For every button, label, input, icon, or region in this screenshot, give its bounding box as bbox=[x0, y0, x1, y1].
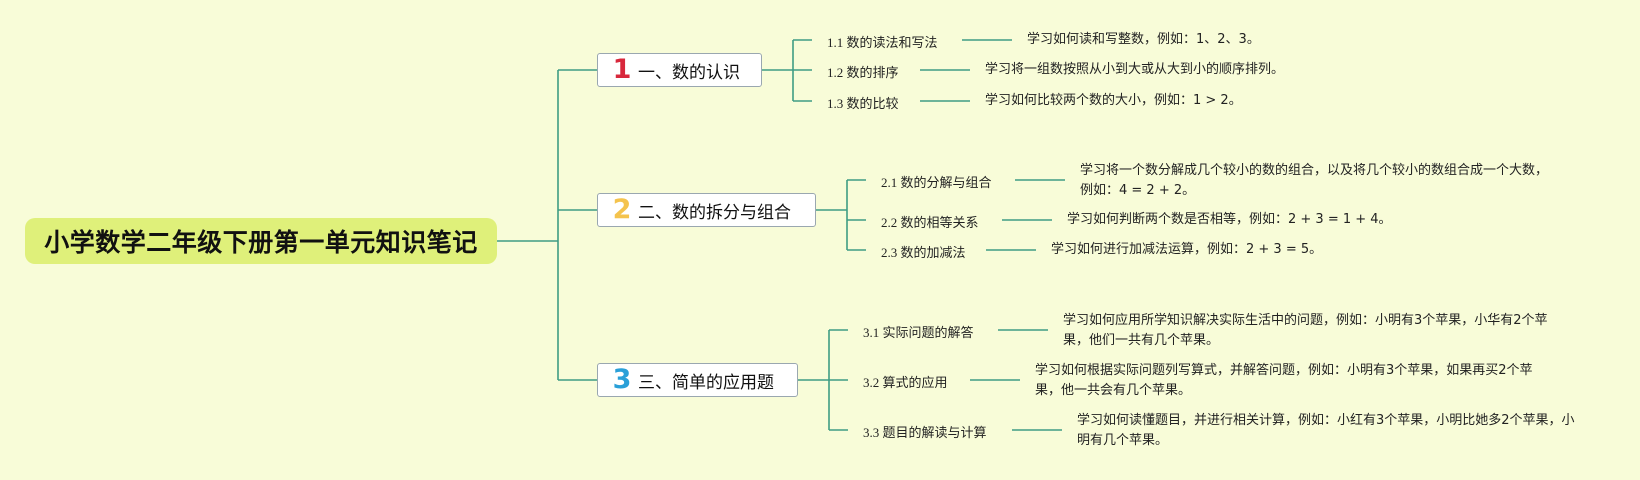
subtopic-2-2[interactable]: 2.2 数的相等关系 bbox=[881, 215, 979, 230]
subtopic-2-1-desc: 学习将一个数分解成几个较小的数的组合，以及将几个较小的数组合成一个大数，例如：4… bbox=[1080, 163, 1549, 198]
subtopic-1-1-desc: 学习如何读和写整数，例如：1、2、3。 bbox=[1027, 32, 1260, 47]
root-topic[interactable]: 小学数学二年级下册第一单元知识笔记 bbox=[25, 218, 497, 264]
subtopic-2-3[interactable]: 2.3 数的加减法 bbox=[881, 245, 966, 260]
subtopic-3-1[interactable]: 3.1 实际问题的解答 bbox=[863, 325, 974, 340]
subtopic-2-3-desc: 学习如何进行加减法运算，例如：2 + 3 = 5。 bbox=[1051, 242, 1323, 257]
subtopic-3-3-desc: 学习如何读懂题目，并进行相关计算，例如：小红有3个苹果，小明比她多2个苹果，小明… bbox=[1077, 413, 1575, 448]
branch-2-label: 二、数的拆分与组合 bbox=[638, 202, 791, 223]
number-1-icon: 1 bbox=[612, 54, 632, 85]
branch-topic-1[interactable]: 1 一、数的认识 bbox=[597, 53, 762, 87]
subtopic-3-3[interactable]: 3.3 题目的解读与计算 bbox=[863, 425, 987, 440]
branch-1-label: 一、数的认识 bbox=[638, 62, 740, 83]
number-2-icon: 2 bbox=[612, 194, 632, 225]
subtopic-2-2-desc: 学习如何判断两个数是否相等，例如：2 + 3 = 1 + 4。 bbox=[1067, 212, 1392, 227]
branch-topic-3[interactable]: 3 三、简单的应用题 bbox=[597, 363, 798, 397]
branch-topic-2[interactable]: 2 二、数的拆分与组合 bbox=[597, 193, 816, 227]
subtopic-3-1-desc: 学习如何应用所学知识解决实际生活中的问题，例如：小明有3个苹果，小华有2个苹果，… bbox=[1063, 313, 1548, 348]
subtopic-3-2[interactable]: 3.2 算式的应用 bbox=[863, 375, 948, 390]
subtopic-1-2-desc: 学习将一组数按照从小到大或从大到小的顺序排列。 bbox=[985, 62, 1285, 77]
subtopic-1-3-desc: 学习如何比较两个数的大小，例如：1 > 2。 bbox=[985, 93, 1242, 108]
subtopic-3-2-desc: 学习如何根据实际问题列写算式，并解答问题，例如：小明有3个苹果，如果再买2个苹果… bbox=[1035, 363, 1533, 398]
root-title: 小学数学二年级下册第一单元知识笔记 bbox=[44, 228, 478, 257]
branch-3-label: 三、简单的应用题 bbox=[638, 372, 774, 393]
subtopic-1-2[interactable]: 1.2 数的排序 bbox=[827, 65, 899, 80]
subtopic-1-1[interactable]: 1.1 数的读法和写法 bbox=[827, 35, 938, 50]
subtopic-2-1[interactable]: 2.1 数的分解与组合 bbox=[881, 175, 992, 190]
subtopic-1-3[interactable]: 1.3 数的比较 bbox=[827, 96, 899, 111]
number-3-icon: 3 bbox=[612, 364, 632, 395]
